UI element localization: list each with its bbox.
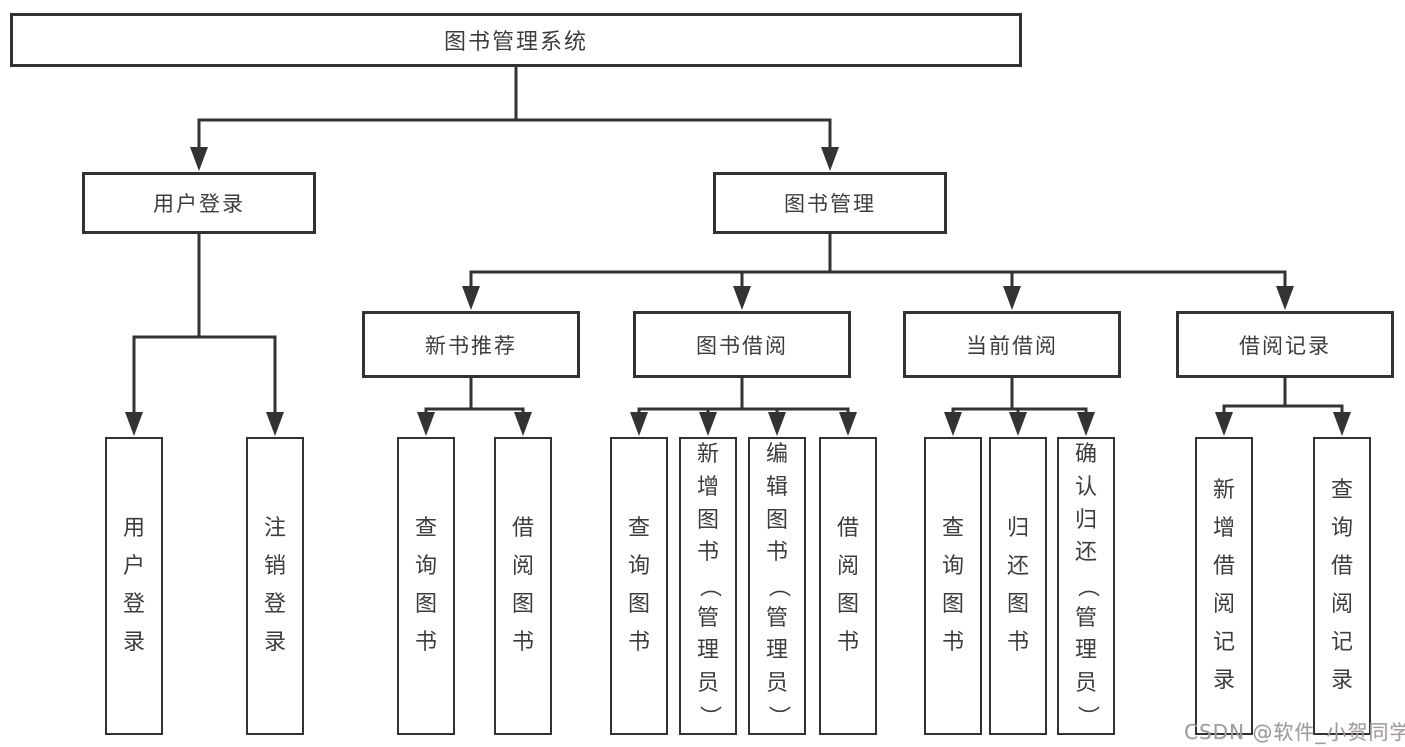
node-current-borrow: 当前借阅: [903, 311, 1121, 378]
leaf-logout: 注销登录: [246, 437, 304, 735]
leaf-query-books-borrow: 查询图书: [610, 437, 668, 735]
node-book-management: 图书管理: [713, 172, 947, 234]
connector-borrow-records-children: [1215, 378, 1351, 436]
leaf-borrow-books-recommend: 借阅图书: [494, 437, 552, 735]
node-user-login: 用户登录: [82, 172, 316, 234]
leaf-return-books: 归还图书: [989, 437, 1047, 735]
leaf-borrow-books: 借阅图书: [819, 437, 877, 735]
leaf-add-borrow-record: 新增借阅记录: [1195, 437, 1253, 735]
node-new-book-recommend: 新书推荐: [362, 311, 580, 378]
connector-book-borrow-children: [630, 378, 857, 436]
leaf-user-login: 用户登录: [105, 437, 163, 735]
csdn-watermark: CSDN @软件_小贺同学: [1184, 720, 1405, 744]
leaf-query-borrow-record: 查询借阅记录: [1313, 437, 1371, 735]
leaf-query-books-recommend: 查询图书: [397, 437, 455, 735]
connector-user-login-children: [125, 234, 284, 436]
leaf-add-books-admin: 新增图书（管理员）: [679, 437, 737, 735]
connector-root-to-level2: [190, 67, 839, 171]
leaf-query-books-current: 查询图书: [924, 437, 982, 735]
node-book-borrow: 图书借阅: [633, 311, 851, 378]
node-borrow-records: 借阅记录: [1176, 311, 1394, 378]
leaf-confirm-return-admin: 确认归还（管理员）: [1057, 437, 1115, 735]
leaf-edit-books-admin: 编辑图书（管理员）: [748, 437, 806, 735]
node-library-management-system: 图书管理系统: [10, 13, 1022, 67]
connector-current-borrow-children: [944, 378, 1095, 436]
connector-book-management-to-level3: [462, 234, 1294, 310]
connector-new-book-recommend-children: [417, 378, 532, 436]
